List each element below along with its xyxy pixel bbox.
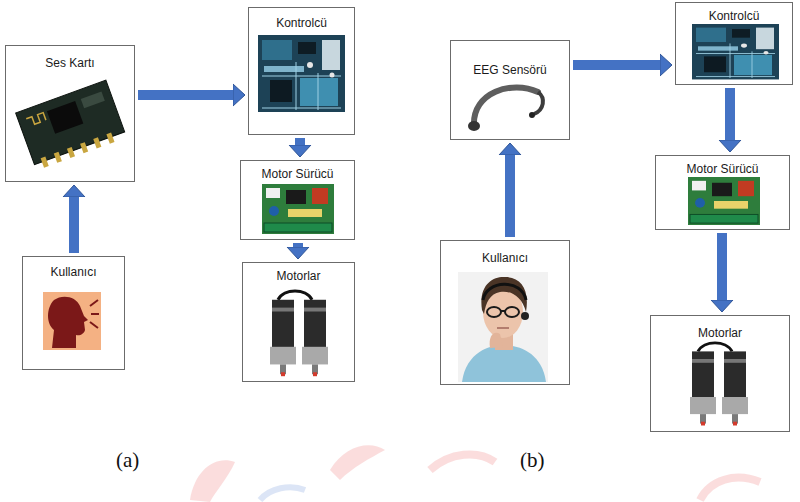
motor-driver-picture xyxy=(262,184,334,234)
box-label: Motor Sürücü xyxy=(261,167,333,181)
board xyxy=(16,80,125,165)
box-label: Motorlar xyxy=(698,326,742,340)
box-label: Motor Sürücü xyxy=(686,162,758,176)
headset-band xyxy=(474,87,538,126)
block-box: Ses Kartı xyxy=(5,45,135,182)
box-label: Motorlar xyxy=(276,269,320,283)
block-arrow xyxy=(725,88,735,140)
block-arrow xyxy=(69,197,79,253)
ear-pad xyxy=(468,121,480,131)
eeg-headset-picture xyxy=(468,87,543,131)
controller-picture xyxy=(258,35,345,112)
watermark-shape xyxy=(260,487,305,500)
speaking-icon xyxy=(43,292,101,350)
watermark-shape xyxy=(700,478,760,500)
shirt xyxy=(462,345,546,382)
hand xyxy=(490,333,503,348)
glasses xyxy=(487,307,501,317)
block-arrow xyxy=(295,138,305,145)
antenna-trace xyxy=(26,113,46,127)
sound-card-picture xyxy=(16,80,127,170)
pin xyxy=(93,137,101,148)
block-box: Kullanıcı xyxy=(440,240,570,385)
mouth xyxy=(497,327,509,329)
box-label: EEG Sensörü xyxy=(473,63,546,77)
chip xyxy=(81,91,105,108)
motors-picture xyxy=(690,343,748,426)
block-box: Kullanıcı xyxy=(22,256,125,370)
block-arrow xyxy=(717,233,727,300)
block-arrow xyxy=(505,155,515,237)
headband xyxy=(483,284,526,300)
motor-driver-picture xyxy=(688,177,760,225)
block-box: Kontrolcü xyxy=(675,2,793,85)
glasses xyxy=(505,307,519,317)
pin xyxy=(67,147,75,158)
box-label: Kontrolcü xyxy=(709,9,760,23)
watermark-shape xyxy=(430,454,495,470)
block-box: Motor Sürücü xyxy=(655,155,790,230)
person-picture xyxy=(458,272,548,382)
connectors xyxy=(74,65,730,300)
box-label: Kontrolcü xyxy=(276,16,327,30)
sensor-tip xyxy=(529,112,535,118)
pin xyxy=(106,133,114,144)
icon-ground xyxy=(43,292,101,350)
controller-picture xyxy=(692,24,779,79)
block-box: Motorlar xyxy=(242,262,355,382)
block-arrow xyxy=(573,60,660,70)
chip xyxy=(47,101,83,134)
block-arrow xyxy=(293,243,303,247)
block-arrow xyxy=(138,90,233,100)
block-box: EEG Sensörü xyxy=(450,40,570,140)
sound-lines xyxy=(90,300,99,328)
block-box: Kontrolcü xyxy=(248,7,355,135)
watermark-shape xyxy=(190,460,235,502)
box-label: Ses Kartı xyxy=(45,56,94,70)
ear-sensor xyxy=(521,312,529,320)
watermark xyxy=(190,445,760,502)
box-label: Kullanıcı xyxy=(50,265,96,279)
glasses-bridge xyxy=(501,310,505,312)
figure-label: (b) xyxy=(520,448,545,472)
motors-picture xyxy=(270,291,328,376)
head-silhouette xyxy=(48,297,88,348)
box-label: Kullanıcı xyxy=(482,251,528,265)
pin xyxy=(54,152,62,163)
pin xyxy=(41,157,49,168)
sensor-arm xyxy=(534,92,543,114)
figure-label: (a) xyxy=(116,448,139,472)
block-box: Motor Sürücü xyxy=(240,160,355,240)
photo-ground xyxy=(458,272,548,382)
block-box: Motorlar xyxy=(650,315,790,432)
pin xyxy=(80,142,88,153)
watermark-shape xyxy=(330,445,385,480)
